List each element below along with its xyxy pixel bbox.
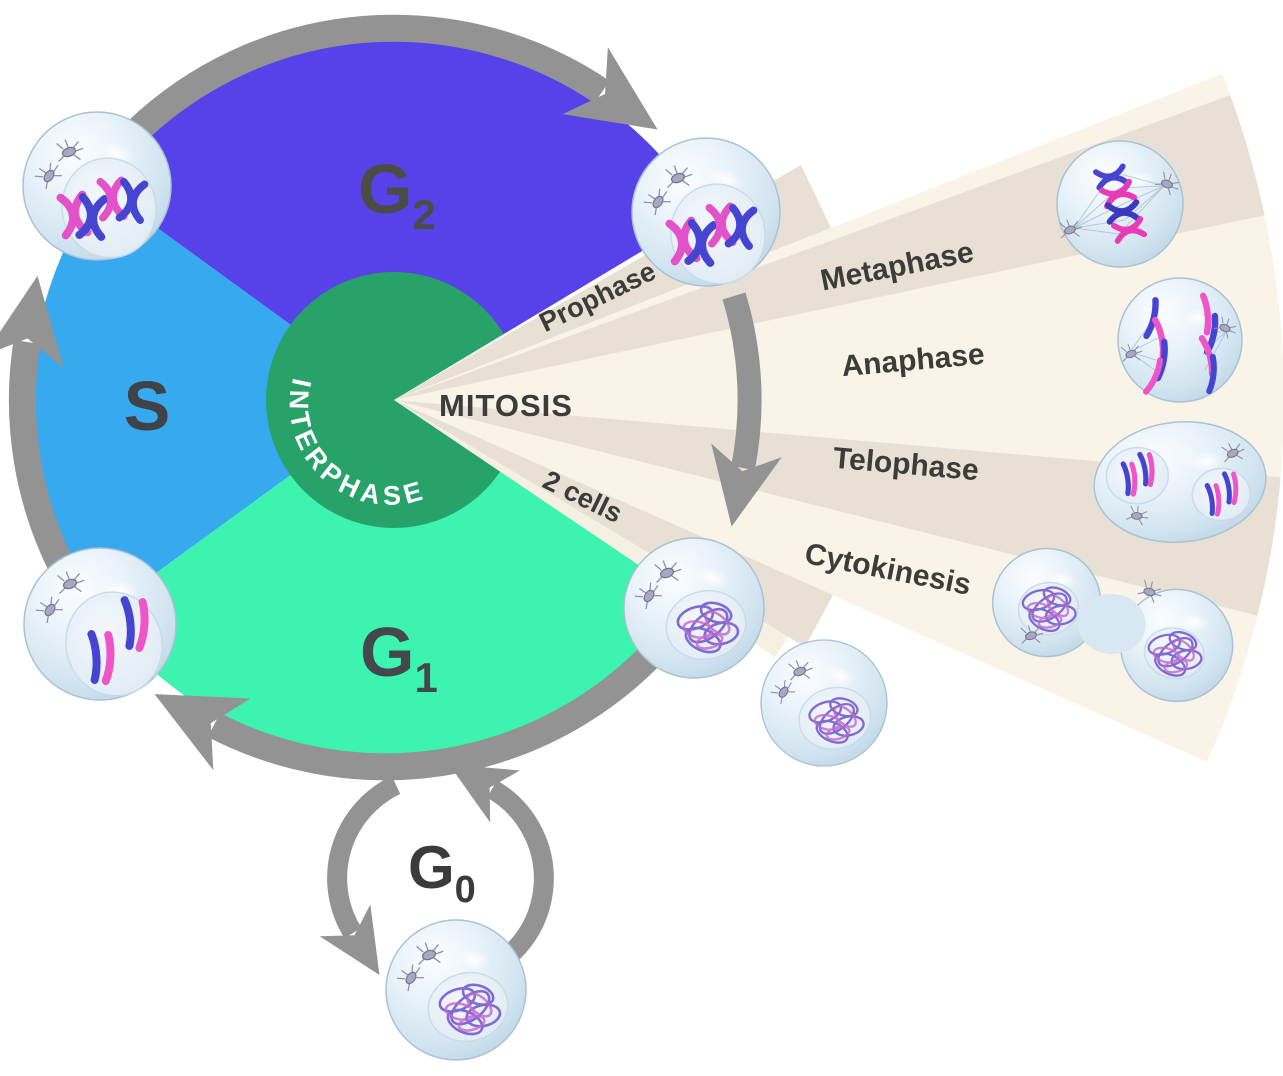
mitosis-arrow <box>711 292 782 527</box>
cycle-arrow-bottom <box>154 624 682 781</box>
phase-label-g0: G0 <box>408 834 476 911</box>
g2-sector <box>101 38 704 400</box>
phase-label-s: S <box>124 367 171 445</box>
metaphase-cell <box>1057 141 1183 267</box>
g0-cell <box>386 920 526 1060</box>
s-g1-boundary-cell <box>24 548 176 705</box>
phase-label-g2: G2 <box>358 150 436 238</box>
g0-loop-arrow-left <box>319 775 401 976</box>
cycle-arrow-left <box>0 275 78 582</box>
cycle-arrow-top <box>126 14 658 142</box>
fan-band-metaphase <box>394 85 1283 400</box>
phase-label-g1: G1 <box>360 613 438 701</box>
g1-sector <box>101 400 698 763</box>
anaphase-cell <box>1118 278 1242 402</box>
mitosis-label: MITOSIS <box>439 388 573 423</box>
daughter-cell-1 <box>624 538 764 678</box>
s-sector <box>31 187 394 613</box>
cycle-arrows <box>0 14 782 781</box>
daughter-cell-2 <box>761 640 887 766</box>
